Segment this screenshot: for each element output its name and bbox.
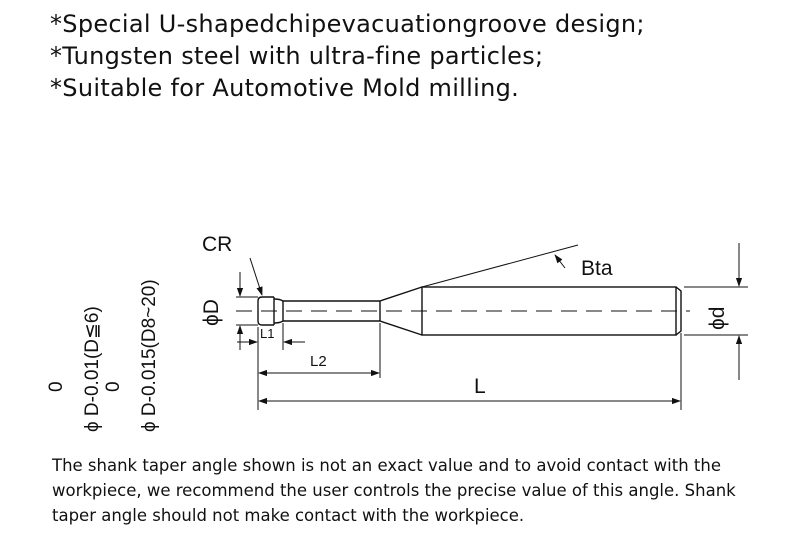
label-cr: CR	[202, 233, 232, 256]
dim-phi-D	[236, 272, 258, 350]
relief-groove	[273, 298, 284, 324]
tolerance-upper: 0	[46, 381, 67, 392]
label-phi-D: ϕD	[200, 299, 223, 326]
label-phi-d: ϕd	[706, 307, 729, 330]
feature-item: *Tungsten steel with ultra-fine particle…	[50, 42, 544, 70]
feature-item: *Special U-shapedchipevacuationgroove de…	[50, 10, 645, 38]
label-l: L	[474, 375, 486, 398]
tolerance-upper: 0	[103, 381, 124, 392]
tolerance-lower: ϕ D-0.015(D8~20)	[139, 279, 160, 432]
cr-leader	[249, 257, 263, 296]
dim-phi-d	[684, 243, 748, 380]
taper-bottom	[379, 320, 423, 336]
feature-item: *Suitable for Automotive Mold milling.	[50, 74, 520, 102]
label-l1: L1	[260, 326, 274, 341]
label-l2: L2	[310, 353, 327, 370]
label-bta: Bta	[581, 257, 613, 280]
bta-angle	[421, 244, 579, 288]
taper-top	[379, 286, 423, 302]
feature-list: *Special U-shapedchipevacuationgroove de…	[50, 8, 645, 104]
dim-l	[257, 333, 682, 410]
dim-l2	[257, 323, 381, 378]
cutting-head	[257, 296, 274, 326]
dim-l1	[237, 323, 305, 350]
tolerance-lower: ϕ D-0.01(D≦6)	[82, 306, 103, 432]
taper-angle-note: The shank taper angle shown is not an ex…	[52, 456, 736, 525]
tolerance-note-2: 0 ϕ D-0.015(D8~20)	[103, 279, 160, 432]
shank-chamfer	[675, 286, 682, 336]
tolerance-note-1: 0 ϕ D-0.01(D≦6)	[46, 306, 103, 432]
